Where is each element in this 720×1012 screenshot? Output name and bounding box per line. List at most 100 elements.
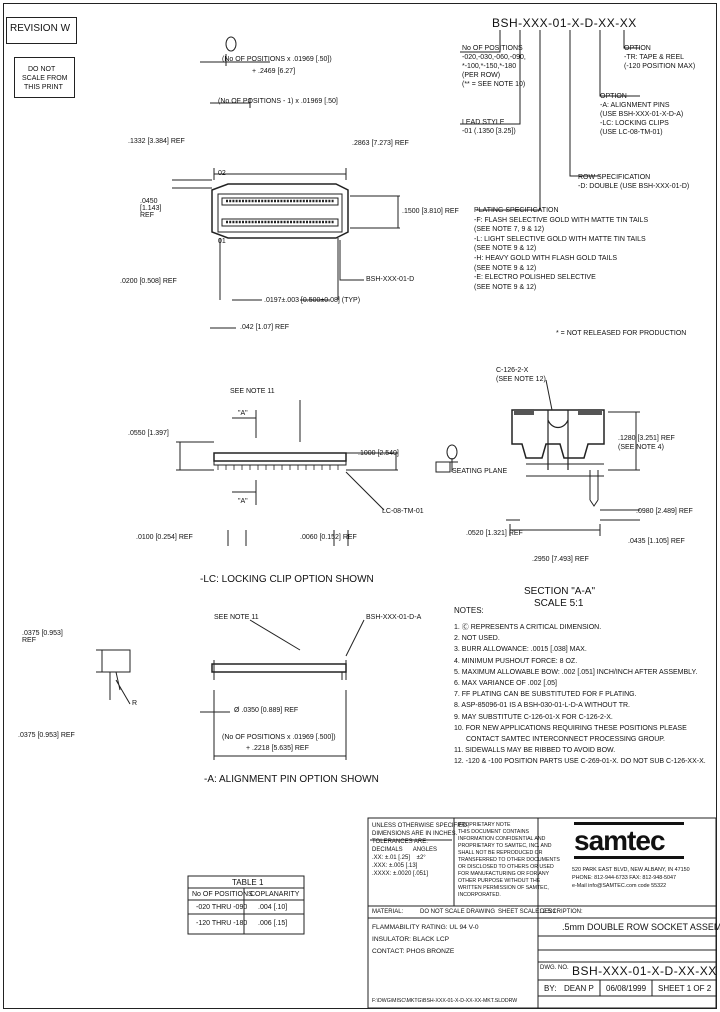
side-view-body bbox=[213, 452, 347, 462]
top-view-contacts-upper bbox=[221, 197, 339, 206]
file-path: F:\DWG\MISC\MKTG\BSH-XXX-01-X-D-XX-XX-MK… bbox=[372, 998, 518, 1004]
section-dim-right-2: .0980 [2.489] REF bbox=[636, 508, 693, 515]
by-label: BY: bbox=[544, 984, 557, 993]
side-view-base bbox=[213, 460, 347, 466]
dim-left-guides bbox=[172, 179, 212, 189]
note-item: 8. ASP-85096-01 IS A BSH-030-01-L-D-A WI… bbox=[454, 702, 630, 710]
note-item: 1. Ⓒ REPRESENTS A CRITICAL DIMENSION. bbox=[454, 624, 602, 631]
do-not-scale-box bbox=[14, 57, 75, 98]
dim-left-top: .1332 [3.384] REF bbox=[128, 138, 185, 145]
leader-positions bbox=[460, 30, 501, 53]
do-not-scale-line-3: THIS PRINT bbox=[24, 84, 63, 91]
dim-bottom: .042 [1.07] REF bbox=[240, 324, 290, 331]
alignment-ext bbox=[213, 660, 347, 680]
note-item: 11. SIDEWALLS MAY BE RIBBED TO AVOID BOW… bbox=[454, 747, 616, 755]
top-view-inner bbox=[217, 193, 343, 233]
leader-option-top bbox=[623, 30, 640, 49]
note-item: 10. FOR NEW APPLICATIONS REQUIRING THESE… bbox=[454, 724, 687, 732]
dim-pitch: .0197±.003 [0.500±0.08] (TYP) bbox=[264, 297, 361, 304]
alignment-see-note: SEE NOTE 11 bbox=[214, 614, 259, 621]
top-view-contacts-lower bbox=[221, 218, 339, 227]
title-block-by-cells bbox=[599, 980, 653, 996]
alignment-dim-left-bottom: .0375 [0.953] REF bbox=[18, 732, 75, 739]
date-value: 06/08/1999 bbox=[606, 984, 647, 993]
sheet-value: SHEET 1 OF 2 bbox=[658, 984, 712, 993]
title-block-vlines bbox=[370, 818, 539, 1008]
material-lines: FLAMMABILITY RATING: UL 94 V-0 INSULATOR… bbox=[372, 924, 479, 955]
table1-cell: .006 [.15] bbox=[258, 920, 288, 927]
note-item: 6. MAX VARIANCE OF .002 [.05] bbox=[454, 680, 557, 688]
note-item: 9. MAY SUBSTITUTE C-126-01-X FOR C-126-2… bbox=[454, 713, 613, 721]
dim-section-right-lower bbox=[600, 509, 640, 521]
alignment-dim-dia: Ø .0350 [0.889] REF bbox=[234, 707, 299, 714]
leader-option bbox=[599, 30, 640, 97]
dwg-number: BSH-XXX-01-X-D-XX-XX bbox=[572, 964, 717, 978]
dim-side-height: .0550 [1.397] bbox=[128, 430, 169, 437]
dim-top-positions-minus: (No OF POSITIONS - 1) x .01969 [.50] bbox=[218, 98, 338, 105]
section-caption: SECTION "A-A" bbox=[524, 586, 595, 597]
do-not-scale-line-2: SCALE FROM bbox=[22, 75, 68, 82]
do-not-scale-line-1: DO NOT bbox=[28, 66, 56, 73]
label-02: 02 bbox=[218, 170, 226, 177]
alignment-dim-positions: (No OF POSITIONS x .01969 [.500]) bbox=[222, 734, 336, 741]
note-item: 7. FF PLATING CAN BE SUBSTITUTED FOR F P… bbox=[454, 691, 637, 699]
side-caption: -LC: LOCKING CLIP OPTION SHOWN bbox=[200, 574, 374, 585]
top-view-contact-hatch bbox=[226, 199, 334, 224]
section-dim-right-1: .1280 [3.251] REF (SEE NOTE 4) bbox=[618, 435, 675, 451]
revision-label: REVISION W bbox=[10, 23, 71, 34]
option-top-block: OPTION -TR: TAPE & REEL (-120 POSITION M… bbox=[624, 45, 696, 70]
not-released-note: * = NOT RELEASED FOR PRODUCTION bbox=[556, 330, 687, 337]
table1-title: TABLE 1 bbox=[232, 878, 264, 887]
pin-detail bbox=[101, 649, 131, 673]
tolerances-block: UNLESS OTHERWISE SPECIFIED, DIMENSIONS A… bbox=[372, 823, 469, 877]
do-not-scale-drawing: DO NOT SCALE DRAWING bbox=[420, 909, 496, 915]
sheet-border bbox=[3, 3, 717, 1009]
side-see-note: SEE NOTE 11 bbox=[230, 388, 275, 395]
alignment-dim-left-top: .0375 [0.953] REF bbox=[22, 630, 63, 644]
lead-style-block: LEAD STYLE -01 (.1350 [3.25]) bbox=[462, 119, 516, 135]
note-item: 2. NOT USED. bbox=[454, 635, 500, 643]
dim-alignment-width bbox=[213, 690, 347, 760]
dim-section-bottom bbox=[509, 524, 601, 536]
top-part-ref: BSH-XXX-01-D bbox=[366, 276, 415, 283]
section-scale: SCALE 5:1 bbox=[534, 598, 584, 609]
description: .5mm DOUBLE ROW SOCKET ASSEMBLY bbox=[562, 922, 720, 932]
alignment-pins bbox=[213, 672, 343, 680]
note-item: 5. MAXIMUM ALLOWABLE BOW: .002 [.051] IN… bbox=[454, 668, 698, 676]
section-tail bbox=[589, 470, 599, 507]
dim-side-bottom bbox=[227, 530, 349, 546]
note-item: 3. BURR ALLOWANCE: .0015 [.038] MAX. bbox=[454, 646, 587, 654]
title-block-frame bbox=[367, 817, 717, 1009]
option-block: OPTION -A: ALIGNMENT PINS (USE BSH-XXX-0… bbox=[600, 93, 684, 136]
pin-detail-lines bbox=[96, 649, 131, 705]
address-block: 520 PARK EAST BLVD, NEW ALBANY, IN 47150… bbox=[572, 867, 690, 889]
by-value: DEAN P bbox=[564, 984, 594, 993]
sheet-scale: SHEET SCALE: 2.5:1 bbox=[498, 909, 556, 915]
dim-side-mid bbox=[346, 452, 398, 471]
positions-block: No OF POSITIONS -020,-030,-060,-090, *-1… bbox=[462, 45, 526, 88]
section-dim-bottom: .2950 [7.493] REF bbox=[532, 556, 589, 563]
proprietary-block: PROPRIETARY NOTE THIS DOCUMENT CONTAINS … bbox=[458, 822, 560, 898]
leader-lc bbox=[345, 471, 385, 511]
seating-plane: SEATING PLANE bbox=[452, 468, 508, 475]
dim-top-width bbox=[213, 168, 347, 180]
lc-ref: LC-08-TM-01 bbox=[382, 508, 424, 515]
dim-top-positions: (No OF POSITIONS x .01969 [.50]) bbox=[222, 56, 332, 63]
header-part-number: BSH-XXX-01-X-D-XX-XX bbox=[492, 16, 637, 30]
note-item: CONTACT SAMTEC INTERCONNECT PROCESSING G… bbox=[466, 736, 666, 744]
critical-dim-symbol-side bbox=[446, 444, 458, 460]
leader-lead-style bbox=[460, 30, 521, 125]
table1-header-coplanarity: COPLANARITY bbox=[250, 891, 300, 898]
notes-title: NOTES: bbox=[454, 606, 484, 615]
dim-side-height bbox=[176, 441, 214, 471]
leader-part-ref bbox=[339, 240, 364, 281]
dim-side-bottom-right: .0060 [0.152] REF bbox=[300, 534, 357, 541]
section-dim-left: .0520 [1.321] REF bbox=[466, 530, 523, 537]
table1-grid bbox=[188, 887, 304, 934]
section-a-bottom: "A" bbox=[238, 498, 248, 505]
section-a-arrows bbox=[232, 417, 256, 493]
table1-header-positions: No OF POSITIONS bbox=[192, 891, 253, 898]
dim-positions-minus-line bbox=[210, 98, 251, 108]
leader-section-ref bbox=[545, 379, 553, 411]
